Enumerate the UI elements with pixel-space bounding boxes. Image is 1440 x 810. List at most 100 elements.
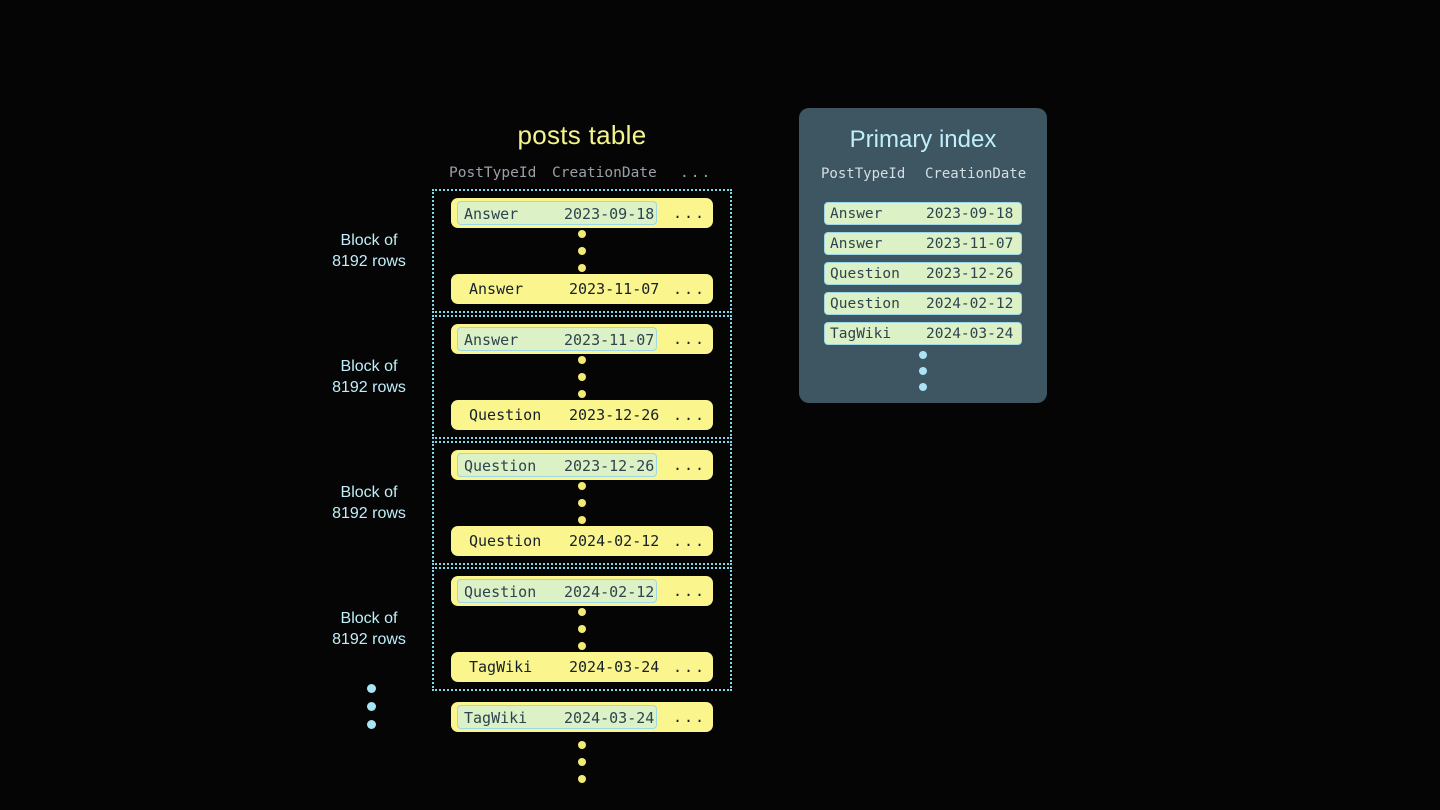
cell-posttypeid: Question [464,583,537,601]
index-cell-creationdate: 2023-12-26 [926,266,1014,282]
index-key-highlight [457,453,657,477]
table-continues-dots [367,684,376,729]
cell-posttypeid: Question [469,406,542,424]
block-label-line2: 8192 rows [332,631,406,648]
index-column-header-creationdate: CreationDate [925,166,1027,182]
dot [578,608,586,616]
block-label: Block of 8192 rows [319,482,419,524]
index-row: Question 2024-02-12 [824,292,1022,315]
block-rows-elided-dots [434,228,730,274]
cell-creationdate: 2024-02-12 [569,532,660,550]
table-row-first: Question 2024-02-12... [451,576,713,606]
block-rows-elided-dots [434,354,730,400]
column-header-more: ... [680,165,713,181]
cell-creationdate: 2024-03-24 [569,658,660,676]
cell-more: ... [673,658,707,676]
cell-more: ... [673,330,707,348]
table-row-trailing: TagWiki 2024-03-24... [451,702,713,732]
posts-table-column-headers: PostTypeId CreationDate ... [432,165,732,187]
block-label-line1: Block of [340,610,398,627]
table-row-first: Question 2023-12-26... [451,450,713,480]
dot [578,625,586,633]
primary-index-title: Primary index [849,126,997,153]
cell-creationdate: 2023-11-07 [564,331,655,349]
table-row-first: Answer 2023-11-07... [451,324,713,354]
cell-more: ... [673,406,707,424]
index-key-highlight [457,201,657,225]
block-label-line1: Block of [340,484,398,501]
cell-posttypeid: Answer [464,331,519,349]
index-key-highlight [457,579,657,603]
dot [367,720,376,729]
cell-more: ... [673,204,707,222]
posts-table-title: posts table [517,120,647,150]
block-label-line2: 8192 rows [332,505,406,522]
dot [367,702,376,711]
table-row-last: TagWiki 2024-03-24... [451,652,713,682]
dot [578,775,586,783]
column-header-posttypeid: PostTypeId [449,165,537,181]
block-label: Block of 8192 rows [319,608,419,650]
index-cell-posttypeid: Answer [830,236,883,252]
cell-more: ... [673,280,707,298]
block-rows-elided-dots [434,606,730,652]
cell-more: ... [673,456,707,474]
cell-more: ... [673,532,707,550]
block-label-line1: Block of [340,232,398,249]
index-row: Question 2023-12-26 [824,262,1022,285]
dot [919,351,927,359]
cell-creationdate: 2023-11-07 [569,280,660,298]
cell-more: ... [673,582,707,600]
dot [578,247,586,255]
dot [919,383,927,391]
dot [578,642,586,650]
index-cell-posttypeid: Answer [830,206,883,222]
cell-creationdate: 2023-09-18 [564,205,655,223]
dot [578,516,586,524]
dot [578,264,586,272]
index-key-highlight [457,705,657,729]
dot [578,373,586,381]
cell-more: ... [673,708,707,726]
index-cell-creationdate: 2023-09-18 [926,206,1014,222]
block-label-line2: 8192 rows [332,253,406,270]
index-cell-posttypeid: Question [830,296,900,312]
cell-posttypeid: TagWiki [464,709,528,727]
cell-creationdate: 2023-12-26 [564,457,655,475]
index-cell-creationdate: 2024-03-24 [926,326,1014,342]
dot [578,482,586,490]
block-label: Block of 8192 rows [319,230,419,272]
cell-posttypeid: Question [469,532,542,550]
dot [578,499,586,507]
block-rows-elided-dots [434,480,730,526]
dot [919,367,927,375]
dot [578,758,586,766]
primary-index-panel: Primary index PostTypeId CreationDate An… [799,108,1047,403]
cell-posttypeid: Question [464,457,537,475]
index-column-header-posttypeid: PostTypeId [821,166,906,182]
trailing-row-wrapper: TagWiki 2024-03-24... [432,702,732,732]
index-cell-creationdate: 2024-02-12 [926,296,1014,312]
table-row-first: Answer 2023-09-18... [451,198,713,228]
dot [578,741,586,749]
dot [578,356,586,364]
block-label-line2: 8192 rows [332,379,406,396]
cell-posttypeid: Answer [464,205,519,223]
index-key-highlight [457,327,657,351]
index-row: Answer 2023-09-18 [824,202,1022,225]
dot [578,230,586,238]
cell-creationdate: 2024-02-12 [564,583,655,601]
dot [367,684,376,693]
cell-posttypeid: TagWiki [469,658,533,676]
primary-index-continues-dots [799,351,1047,391]
index-cell-posttypeid: Question [830,266,900,282]
cell-creationdate: 2024-03-24 [564,709,655,727]
